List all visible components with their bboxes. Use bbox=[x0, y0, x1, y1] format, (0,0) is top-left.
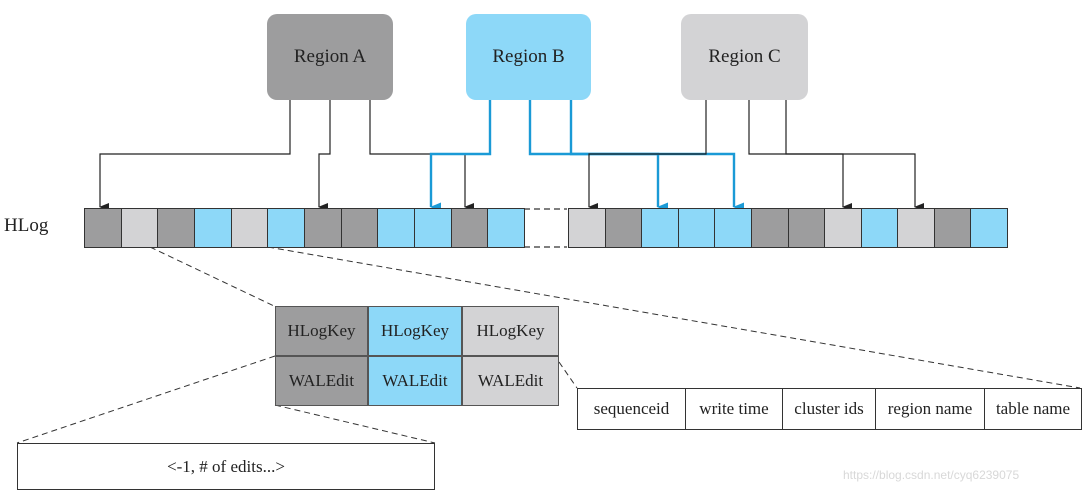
hlog-entry-cell-a bbox=[934, 208, 972, 248]
hlog-label: HLog bbox=[4, 215, 49, 236]
hlog-key-cell-b: HLogKey bbox=[368, 306, 462, 356]
hlog-entry-cell-a bbox=[84, 208, 122, 248]
hlog-gap bbox=[524, 208, 567, 248]
hlog-key-cell-c: HLogKey bbox=[462, 306, 559, 356]
field-write-time: write time bbox=[686, 389, 783, 429]
hlog-key-cell-a: HLogKey bbox=[275, 306, 368, 356]
hlog-entry-cell-b bbox=[267, 208, 305, 248]
hlog-entry-cell-b bbox=[861, 208, 899, 248]
region-a-label: Region A bbox=[293, 46, 367, 67]
region-b-label: Region B bbox=[492, 46, 565, 67]
region-c-label: Region C bbox=[708, 46, 781, 67]
hlog-entry-cell-c bbox=[897, 208, 935, 248]
hlog-entry-cell-a bbox=[788, 208, 826, 248]
hlog-entry-cell-b bbox=[377, 208, 415, 248]
wal-edit-cell-b: WALEdit bbox=[368, 356, 462, 406]
hlog-entry-cell-b bbox=[678, 208, 716, 248]
hlog-key-fields-table: sequenceid write time cluster ids region… bbox=[577, 388, 1082, 430]
region-a-connectors bbox=[99, 100, 474, 211]
region-c-box: Region C bbox=[681, 14, 808, 100]
hlog-entry-cell-a bbox=[304, 208, 342, 248]
hlog-entry-cell-b bbox=[641, 208, 679, 248]
wal-edit-detail-box: <-1, # of edits...> bbox=[17, 443, 435, 490]
hlog-entry-cell-b bbox=[487, 208, 525, 248]
field-table-name: table name bbox=[995, 399, 1071, 418]
wal-edit-cell-a: WALEdit bbox=[275, 356, 368, 406]
hlog-entry-cell-c bbox=[121, 208, 159, 248]
hlog-entry-cell-b bbox=[194, 208, 232, 248]
region-a-box: Region A bbox=[267, 14, 393, 100]
hlog-entry-cell-b bbox=[414, 208, 452, 248]
hlog-entry-cell-c bbox=[824, 208, 862, 248]
zoom-lines bbox=[16, 246, 1081, 444]
hlog-entry-cell-a bbox=[451, 208, 489, 248]
field-region-name: region name bbox=[876, 389, 985, 429]
hlog-entry-cell-a bbox=[341, 208, 379, 248]
hlog-entry-cell-a bbox=[751, 208, 789, 248]
hlog-entry-cell-c bbox=[568, 208, 606, 248]
hlog-entry-cell-b bbox=[970, 208, 1008, 248]
wal-edit-cell-c: WALEdit bbox=[462, 356, 559, 406]
field-cluster-ids: cluster ids bbox=[783, 389, 876, 429]
hlog-entry-cell-a bbox=[605, 208, 643, 248]
region-b-box: Region B bbox=[466, 14, 591, 100]
hlog-entry-cell-c bbox=[231, 208, 269, 248]
hlog-entry-cell-a bbox=[157, 208, 195, 248]
field-sequenceid: sequenceid bbox=[578, 389, 686, 429]
region-c-connectors bbox=[588, 100, 924, 211]
hlog-entry-cell-b bbox=[714, 208, 752, 248]
watermark: https://blog.csdn.net/cyq6239075 bbox=[843, 468, 1020, 482]
